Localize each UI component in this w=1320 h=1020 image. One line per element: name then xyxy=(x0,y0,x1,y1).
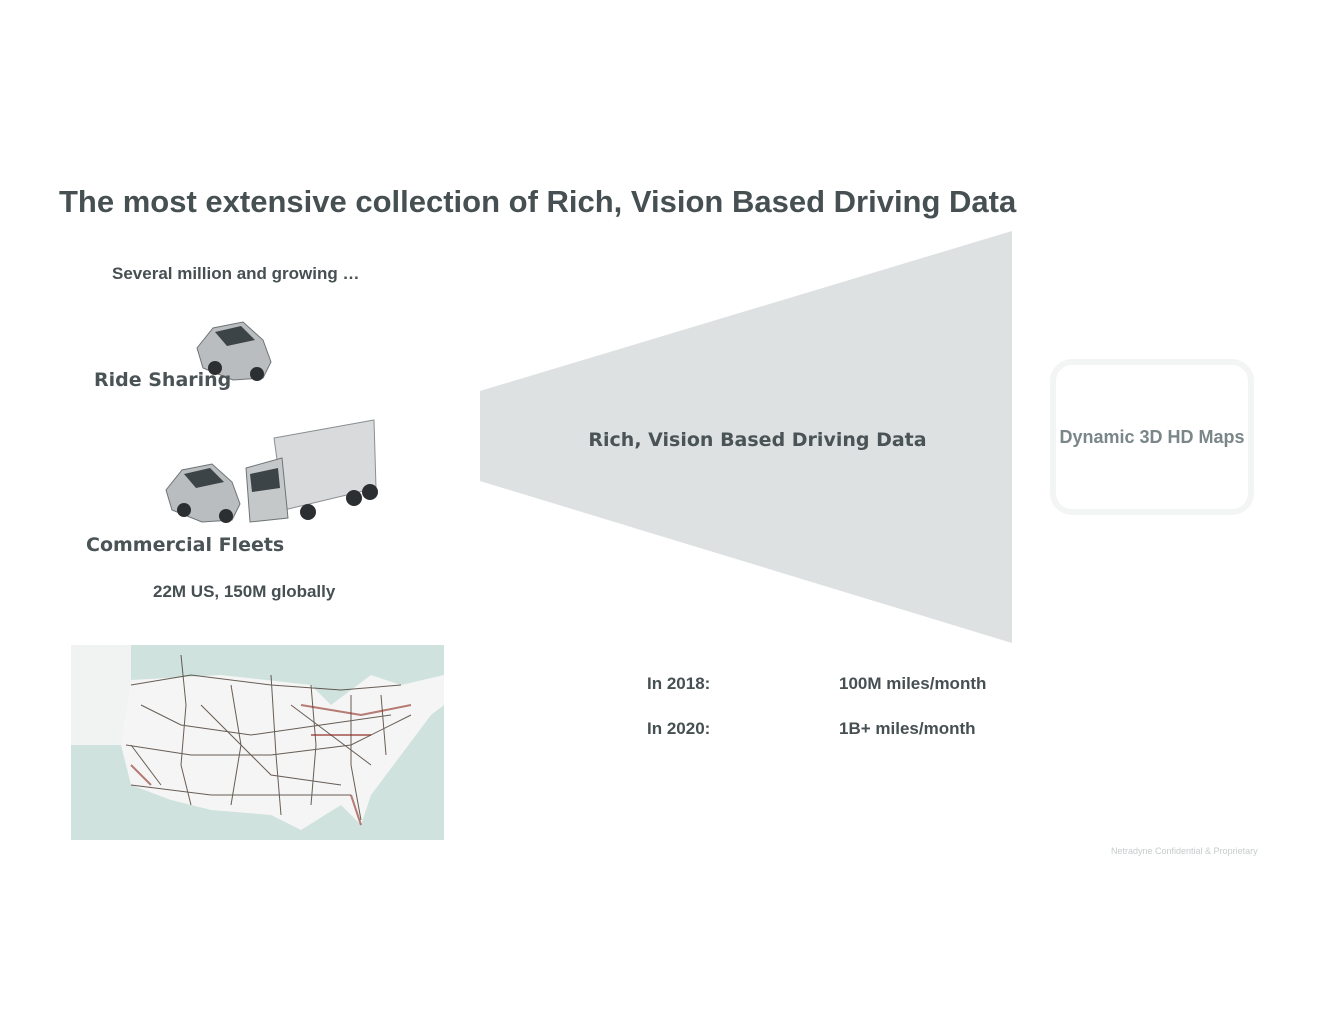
subtitle: Several million and growing … xyxy=(112,264,360,283)
us-coverage-map xyxy=(71,645,444,840)
fleet-count: 22M US, 150M globally xyxy=(153,582,336,601)
commercial-fleets-label: Commercial Fleets xyxy=(86,534,285,556)
confidential-footer: Netradyne Confidential & Proprietary xyxy=(1111,846,1258,856)
map-roads xyxy=(71,645,444,830)
stat-value: 100M miles/month xyxy=(839,674,987,693)
stat-value: 1B+ miles/month xyxy=(839,719,976,738)
hd-maps-box: Dynamic 3D HD Maps xyxy=(1050,359,1254,515)
ride-sharing-label: Ride Sharing xyxy=(94,369,232,391)
stat-year: In 2020: xyxy=(647,719,711,738)
data-funnel-shape xyxy=(480,231,1012,643)
car-icon xyxy=(165,463,241,523)
car-icon xyxy=(196,321,272,381)
slide-title: The most extensive collection of Rich, V… xyxy=(59,184,1017,219)
stat-year: In 2018: xyxy=(647,674,711,693)
truck-icon xyxy=(245,419,378,523)
funnel-label: Rich, Vision Based Driving Data xyxy=(588,429,927,451)
hd-maps-label: Dynamic 3D HD Maps xyxy=(1059,427,1245,447)
